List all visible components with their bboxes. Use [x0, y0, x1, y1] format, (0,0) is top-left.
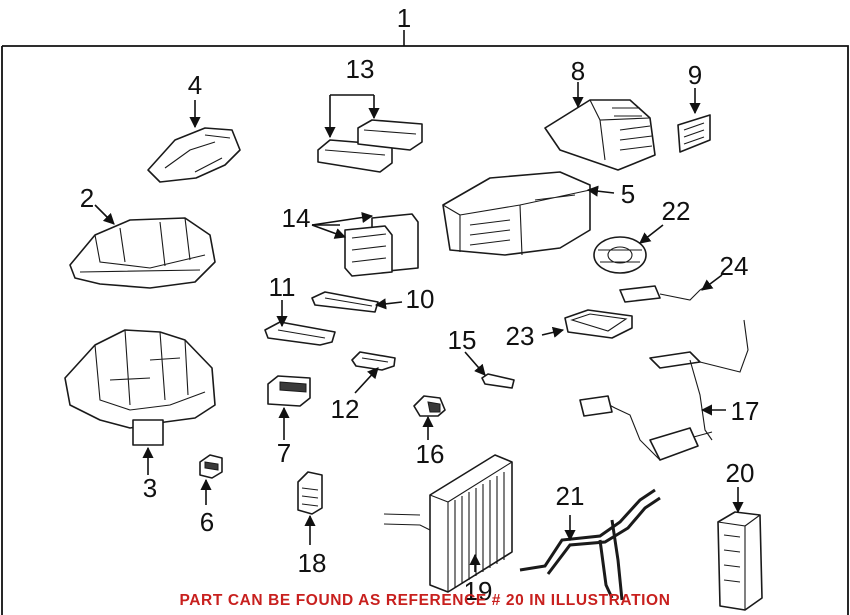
callout-8: 8: [571, 56, 585, 86]
callout-18: 18: [298, 548, 327, 578]
callout-4: 4: [188, 70, 202, 100]
part-23: [564, 309, 633, 339]
part-6: [199, 454, 223, 479]
callout-3: 3: [143, 473, 157, 503]
part-20: [717, 511, 763, 611]
callout-1: 1: [397, 3, 411, 33]
callout-6: 6: [200, 507, 214, 537]
callout-2: 2: [80, 183, 94, 213]
callout-15: 15: [448, 325, 477, 355]
callout-5: 5: [621, 179, 635, 209]
part-8: [544, 99, 656, 171]
callout-13: 13: [346, 54, 375, 84]
part-4: [147, 127, 241, 183]
part-17: [579, 319, 749, 461]
diagram-frame: [1, 45, 849, 615]
part-16: [413, 395, 446, 417]
callout-19: 19: [464, 576, 493, 606]
part-10: [311, 291, 379, 313]
callout-22: 22: [662, 196, 691, 226]
callout-11: 11: [269, 272, 296, 302]
part-12: [351, 351, 396, 371]
part-22: [593, 236, 647, 274]
callout-7: 7: [277, 438, 291, 468]
callout-14: 14: [282, 203, 311, 233]
part-18: [297, 471, 323, 515]
callout-24: 24: [720, 251, 749, 281]
part-9: [677, 114, 711, 153]
callout-17: 17: [731, 396, 760, 426]
part-24: [619, 284, 709, 303]
callout-12: 12: [331, 394, 360, 424]
part-11: [264, 321, 336, 346]
part-7: [267, 375, 311, 407]
callout-10: 10: [406, 284, 435, 314]
part-21: [519, 488, 661, 601]
part-15: [481, 373, 515, 389]
reference-note: PART CAN BE FOUND AS REFERENCE # 20 IN I…: [179, 592, 670, 609]
callout-16: 16: [416, 439, 445, 469]
callout-21: 21: [556, 481, 585, 511]
part-13: [317, 119, 423, 173]
callout-23: 23: [506, 321, 535, 351]
part-14: [344, 213, 419, 277]
part-19: [383, 454, 513, 593]
callout-20: 20: [726, 458, 755, 488]
part-3: [64, 329, 216, 446]
part-2: [69, 217, 216, 289]
callout-9: 9: [688, 60, 702, 90]
part-5: [442, 171, 591, 256]
